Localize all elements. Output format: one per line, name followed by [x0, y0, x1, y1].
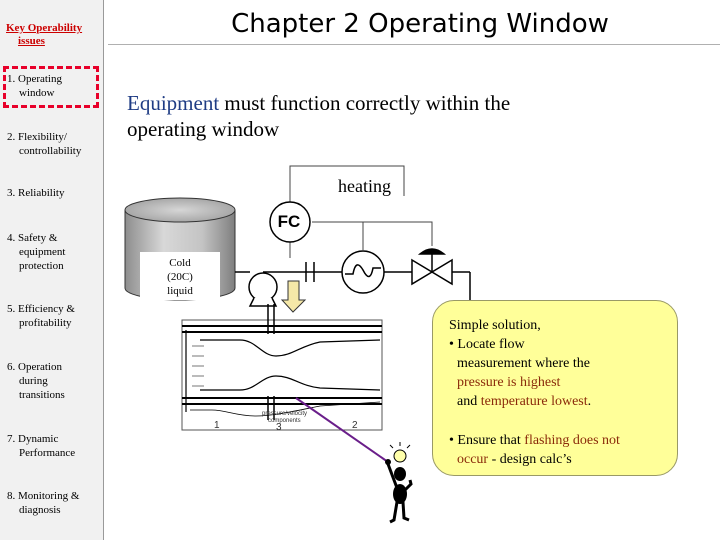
tank [124, 197, 236, 301]
flow-controller-icon [269, 201, 311, 243]
plot-caption-line2: components [268, 418, 301, 424]
item-label: profitability [19, 317, 72, 329]
sidebar-item-flexibility[interactable]: 2. Flexibility/ controllability [7, 130, 101, 158]
item-label: controllability [19, 145, 82, 157]
selected-item-highlight [3, 66, 99, 108]
pump-icon [248, 271, 278, 307]
item-label: 5. Efficiency & [7, 303, 75, 315]
callout-line4-text: pressure is highest [457, 375, 561, 390]
sidebar-item-dynamic[interactable]: 7. Dynamic Performance [7, 432, 101, 460]
sidebar: Key Operability issues 1. Operating wind… [0, 0, 104, 540]
callout-line6: • Ensure that flashing does not [449, 431, 620, 450]
item-label: Performance [19, 447, 76, 459]
sidebar-title-line1: Key Operability [6, 22, 83, 34]
item-label: transitions [19, 389, 65, 401]
process-pipe [235, 271, 471, 300]
callout-line6-accent: flashing does not [524, 433, 620, 448]
callout-line5: and temperature lowest. [457, 392, 591, 411]
callout-line7-post: - design calc’s [488, 452, 572, 467]
sidebar-item-operating-window[interactable]: 1. Operating window [7, 72, 101, 100]
plot-mark-3: 3 [276, 422, 282, 433]
heating-label: heating [338, 176, 391, 196]
item-label: 3. Reliability [7, 187, 65, 199]
page-title: Chapter 2 Operating Window [231, 9, 609, 39]
item-label: 4. Safety & [7, 232, 58, 244]
subheading-line2: operating window [127, 117, 280, 141]
pressure-profile-plot [181, 304, 383, 431]
callout-line5-accent: temperature lowest [480, 394, 588, 409]
tank-label-line3: liquid [167, 285, 193, 297]
callout-line6-pre: • Ensure that [449, 433, 525, 448]
plot-mark-2: 2 [352, 420, 358, 431]
solution-callout: Simple solution, • Locate flow measureme… [432, 300, 678, 476]
tank-label-line2: (20C) [167, 271, 193, 283]
flow-element-icon [305, 262, 315, 282]
subheading-rest: must function correctly within the [219, 91, 511, 115]
item-label: diagnosis [19, 504, 61, 516]
callout-line7-accent: occur [457, 452, 489, 467]
callout-line5-post: . [587, 394, 592, 409]
control-valve-icon [411, 248, 453, 286]
sidebar-item-monitoring[interactable]: 8. Monitoring & diagnosis [7, 489, 101, 517]
callout-line1: Simple solution, [449, 318, 541, 333]
presenter-figure-icon [385, 442, 413, 524]
item-label: 2. Flexibility/ [7, 131, 67, 143]
item-label: 8. Monitoring & [7, 490, 80, 502]
title-divider [108, 44, 720, 45]
callout-line3: measurement where the [457, 356, 590, 371]
callout-line7: occur - design calc’s [457, 450, 572, 469]
callout-line5-pre: and [457, 394, 481, 409]
callout-line2: • Locate flow [449, 337, 525, 352]
plot-caption-line1: pressure/velocity [262, 411, 307, 417]
sidebar-item-reliability[interactable]: 3. Reliability [7, 186, 101, 200]
signal-lines [289, 165, 433, 258]
item-label: window [19, 87, 55, 99]
tank-label-line1: Cold [169, 257, 191, 269]
heat-exchanger-icon [341, 250, 385, 294]
sidebar-title-line2: issues [18, 35, 45, 47]
item-label: 6. Operation [7, 361, 62, 373]
sidebar-item-safety[interactable]: 4. Safety & equipment protection [7, 231, 101, 273]
item-label: protection [19, 260, 64, 272]
callout-line4: pressure is highest [457, 373, 560, 392]
plot-mark-1: 1 [214, 420, 220, 431]
pointer-line [295, 397, 389, 463]
flow-controller-label: FC [277, 212, 301, 231]
sidebar-title[interactable]: Key Operability issues [6, 22, 100, 48]
sidebar-item-transitions[interactable]: 6. Operation during transitions [7, 360, 101, 402]
subheading-accent: Equipment [127, 91, 220, 115]
item-label: equipment [19, 246, 66, 258]
item-label: 7. Dynamic [7, 433, 59, 445]
sidebar-item-efficiency[interactable]: 5. Efficiency & profitability [7, 302, 101, 330]
down-arrow-icon [280, 280, 307, 313]
item-label: during [19, 375, 48, 387]
subheading: Equipment must function correctly within… [127, 90, 627, 142]
item-label: 1. Operating [7, 73, 62, 85]
